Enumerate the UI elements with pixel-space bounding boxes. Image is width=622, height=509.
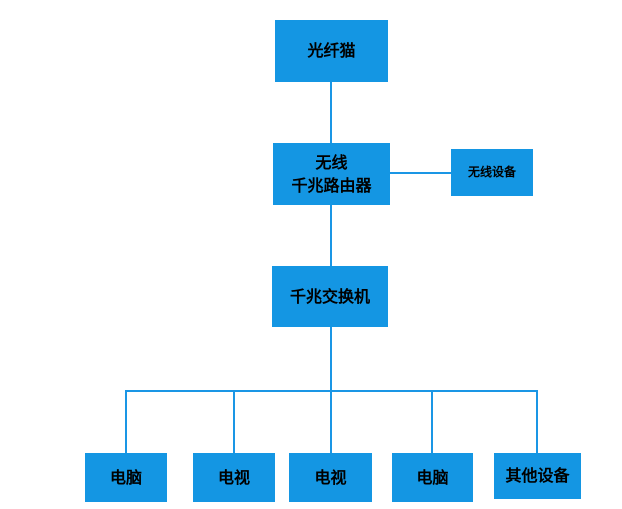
edge-drop-tv-center bbox=[330, 390, 332, 453]
node-router-label-line2: 千兆路由器 bbox=[291, 176, 372, 195]
node-pc-right: 电脑 bbox=[392, 453, 473, 502]
edge-modem-router bbox=[330, 82, 332, 143]
node-other-devices: 其他设备 bbox=[494, 453, 581, 499]
edge-switch-bus bbox=[330, 327, 332, 390]
node-wireless-devices-label: 无线设备 bbox=[467, 164, 516, 179]
node-tv-left: 电视 bbox=[193, 453, 275, 502]
node-pc-right-label: 电脑 bbox=[416, 467, 449, 487]
node-tv-left-label: 电视 bbox=[217, 467, 250, 487]
node-tv-center: 电视 bbox=[289, 453, 372, 502]
edge-router-wireless bbox=[390, 172, 451, 174]
node-gigabit-switch-label: 千兆交换机 bbox=[289, 286, 370, 306]
node-wireless-gigabit-router: 无线 千兆路由器 bbox=[273, 143, 390, 205]
node-pc-left-label: 电脑 bbox=[109, 467, 142, 487]
node-router-label-line1: 无线 bbox=[315, 152, 348, 172]
node-other-devices-label: 其他设备 bbox=[505, 466, 570, 486]
node-wireless-devices: 无线设备 bbox=[451, 149, 533, 196]
edge-drop-pc-left bbox=[125, 390, 127, 453]
node-gigabit-switch: 千兆交换机 bbox=[272, 266, 388, 327]
node-pc-left: 电脑 bbox=[85, 453, 167, 502]
node-fiber-modem-label: 光纤猫 bbox=[307, 41, 356, 61]
edge-drop-other-devices bbox=[536, 390, 538, 453]
edge-router-switch bbox=[330, 205, 332, 266]
edge-drop-pc-right bbox=[431, 390, 433, 453]
node-tv-center-label: 电视 bbox=[314, 467, 347, 487]
edge-drop-tv-left bbox=[233, 390, 235, 453]
node-fiber-modem: 光纤猫 bbox=[275, 20, 388, 82]
